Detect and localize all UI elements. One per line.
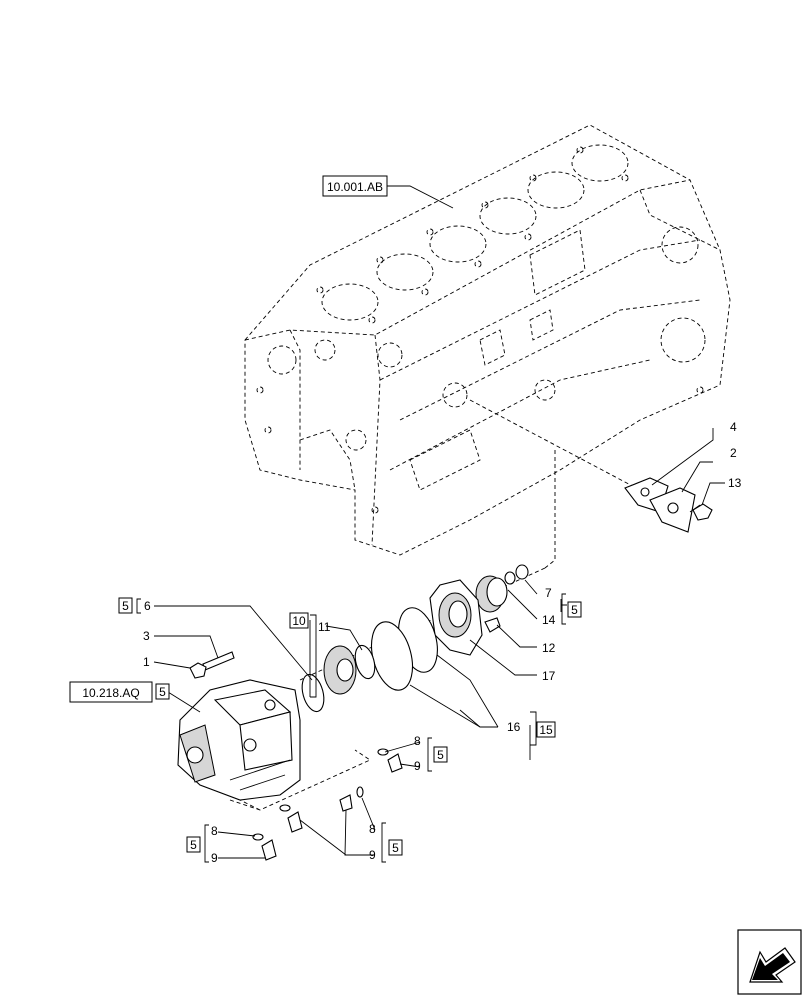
boxed-5-a[interactable]: 5 [118,597,133,614]
part-label-16: 16 [507,720,521,734]
svg-text:5: 5 [122,599,129,613]
ref-engine-block[interactable]: 10.001.AB [322,175,388,197]
part-label-13: 13 [728,476,742,490]
pump-nut [189,662,207,679]
axis-line-plate [469,399,641,491]
svg-text:5: 5 [190,838,197,852]
part-label-8-a: 8 [414,734,421,748]
cover-plate-group [624,477,713,533]
axis-line-pump [544,450,556,569]
leader-lines [153,185,725,859]
boxed-15[interactable]: 15 [536,721,556,738]
part-label-12: 12 [542,641,556,655]
engine-block [244,124,731,556]
pump-hub [323,645,357,695]
svg-text:5: 5 [159,685,166,699]
svg-text:15: 15 [539,723,553,737]
pump-drive-gear [475,564,529,613]
pump-stud [202,651,235,671]
part-label-17: 17 [542,669,556,683]
boxed-5-b[interactable]: 5 [155,683,170,700]
boxed-5-e[interactable]: 5 [186,836,201,853]
part-label-7: 7 [545,586,552,600]
boxed-10[interactable]: 10 [289,612,309,629]
ref-engine-block-text: 10.001.AB [327,180,383,194]
o-rings [301,607,438,713]
part-label-8-c: 8 [211,824,218,838]
part-label-2: 2 [730,446,737,460]
part-label-9-c: 9 [211,851,218,865]
part-label-1: 1 [143,655,150,669]
boxed-5-f[interactable]: 5 [388,839,403,856]
arrow-bottom-left-icon[interactable] [737,929,802,995]
ref-pump[interactable]: 10.218.AQ [69,681,153,703]
pump-connection-outline [229,749,371,811]
part-label-14: 14 [542,613,556,627]
high-pressure-pump [177,679,301,801]
pump-flange [429,579,501,656]
svg-text:5: 5 [392,841,399,855]
part-label-8-b: 8 [369,822,376,836]
part-label-11: 11 [318,620,331,634]
fittings [252,748,403,861]
part-label-9-b: 9 [369,848,376,862]
part-label-4: 4 [730,420,737,434]
ref-pump-text: 10.218.AQ [82,686,139,700]
brackets [136,593,566,863]
part-label-6: 6 [144,599,151,613]
svg-text:5: 5 [437,748,444,762]
boxed-5-c[interactable]: 5 [567,601,582,618]
boxed-5-d[interactable]: 5 [433,746,448,763]
svg-text:5: 5 [571,603,578,617]
part-label-3: 3 [143,629,150,643]
svg-text:10: 10 [292,614,306,628]
part-label-9-a: 9 [414,759,421,773]
